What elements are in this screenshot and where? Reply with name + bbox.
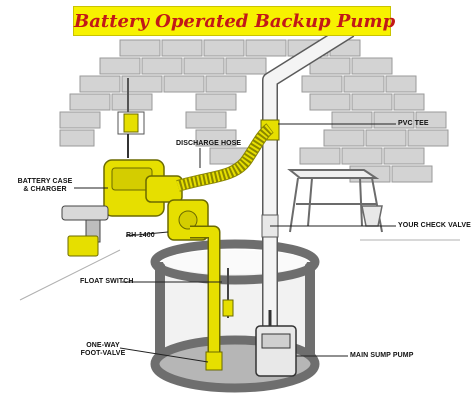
backup-pipe	[190, 225, 223, 371]
label-foot-valve-line1: ONE-WAY	[86, 342, 120, 349]
float-switch	[222, 268, 234, 318]
label-model: RH-1400	[126, 232, 155, 239]
workbench	[287, 169, 383, 233]
drill-and-battery	[61, 205, 109, 257]
diagram-title: Battery Operated Backup Pump	[74, 11, 396, 32]
discharge-hose	[176, 123, 274, 192]
label-battery-case: BATTERY CASE & CHARGER	[16, 178, 74, 194]
title-banner: Battery Operated Backup Pump	[73, 6, 396, 36]
label-battery-case-line2: & CHARGER	[23, 186, 67, 193]
label-foot-valve: ONE-WAY FOOT-VALVE	[80, 342, 126, 358]
label-pvc-tee: PVC TEE	[398, 120, 429, 127]
label-check-valve: YOUR CHECK VALVE	[398, 222, 471, 229]
floor-line	[19, 239, 460, 301]
bucket	[361, 205, 383, 227]
leader-lines	[74, 123, 396, 363]
label-float-switch: FLOAT SWITCH	[80, 278, 134, 285]
label-foot-valve-line2: FOOT-VALVE	[80, 350, 126, 357]
label-battery-case-line1: BATTERY CASE	[17, 178, 73, 185]
label-main-sump-pump: MAIN SUMP PUMP	[350, 352, 414, 359]
wall-outlet	[117, 78, 145, 135]
main-sump-pump	[255, 310, 297, 377]
label-discharge-hose: DISCHARGE HOSE	[176, 140, 242, 147]
